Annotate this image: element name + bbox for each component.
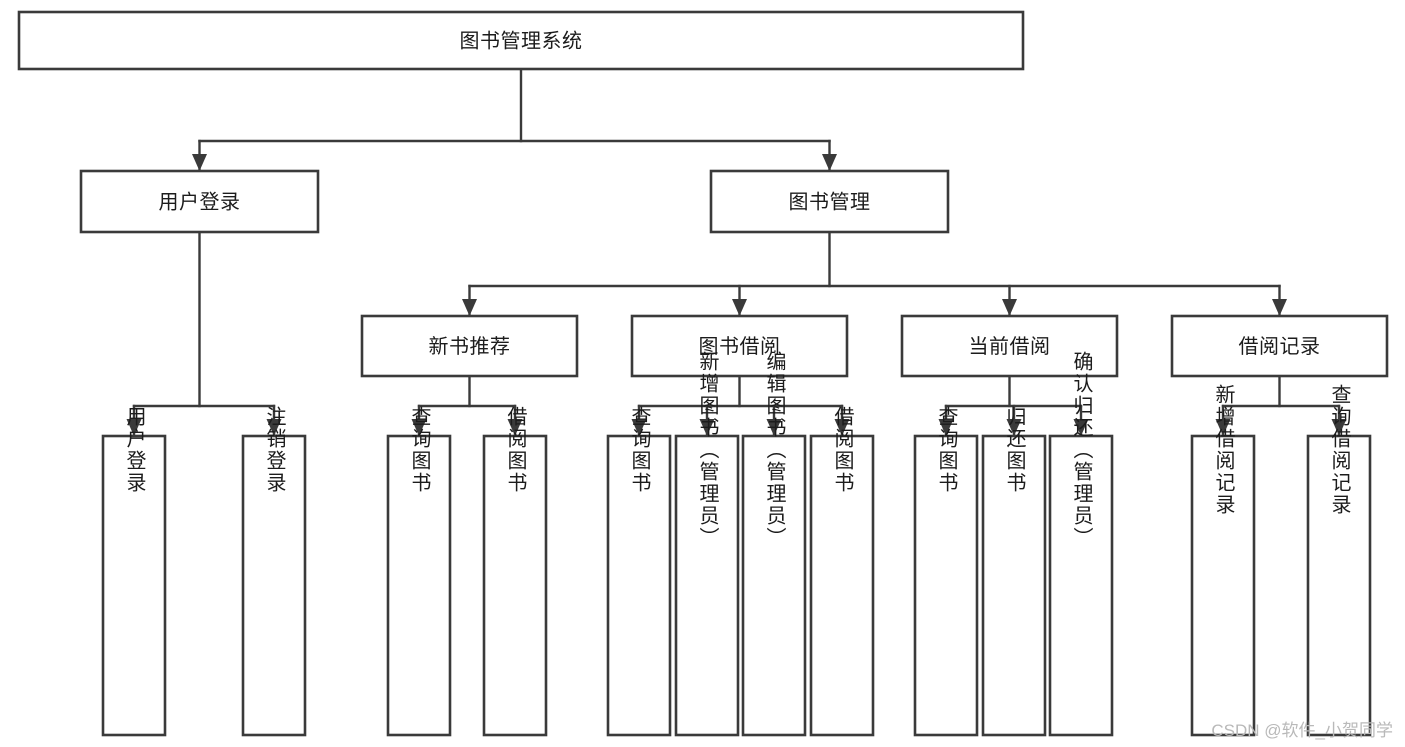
node-label: 查询图书: [628, 406, 651, 494]
node-label: 查询图书: [935, 406, 958, 494]
node-root[interactable]: 图书管理系统: [17, 10, 1025, 71]
node-label: 当前借阅: [969, 335, 1051, 358]
node-box: [1170, 314, 1389, 378]
node-box: [79, 169, 320, 234]
node-box: [709, 169, 950, 234]
node-borrow-record[interactable]: 借阅记录: [1170, 314, 1389, 378]
node-label: 图书管理系统: [460, 30, 583, 53]
node-book-manage[interactable]: 图书管理: [709, 169, 950, 234]
node-box: [630, 314, 849, 378]
node-label: 借阅图书: [504, 406, 527, 494]
node-leaf-user-login[interactable]: 用户登录: [101, 406, 167, 737]
node-current-borrow[interactable]: 当前借阅: [900, 314, 1119, 378]
node-box: [809, 434, 875, 737]
node-label: 查询借阅记录: [1328, 384, 1351, 516]
node-label: 新书推荐: [429, 335, 511, 358]
node-box: [981, 434, 1047, 737]
node-label: 借阅记录: [1239, 335, 1321, 358]
csdn-watermark: CSDN @软件_小贺同学: [1211, 721, 1393, 740]
node-box: [17, 10, 1025, 71]
node-user-login[interactable]: 用户登录: [79, 169, 320, 234]
node-label: 确认归还（管理员）: [1070, 351, 1093, 549]
node-leaf-query-book-3[interactable]: 查询图书: [913, 406, 979, 737]
node-new-book-rec[interactable]: 新书推荐: [360, 314, 579, 378]
node-box: [482, 434, 548, 737]
node-label: 新增图书（管理员）: [696, 351, 719, 549]
node-box: [1048, 434, 1114, 737]
node-leaf-confirm-return[interactable]: 确认归还（管理员）: [1048, 351, 1114, 737]
node-box: [386, 434, 452, 737]
node-label: 查询图书: [408, 406, 431, 494]
node-label: 用户登录: [123, 406, 146, 494]
node-leaf-edit-book[interactable]: 编辑图书（管理员）: [741, 351, 807, 737]
node-box: [606, 434, 672, 737]
nodes-layer: 图书管理系统用户登录图书管理新书推荐图书借阅当前借阅借阅记录用户登录注销登录查询…: [17, 10, 1389, 737]
node-leaf-borrow-book-2[interactable]: 借阅图书: [809, 406, 875, 737]
node-leaf-add-book[interactable]: 新增图书（管理员）: [674, 351, 740, 737]
node-label: 图书管理: [789, 191, 871, 214]
edges-layer: [126, 67, 1347, 438]
node-book-borrow[interactable]: 图书借阅: [630, 314, 849, 378]
node-leaf-query-book-2[interactable]: 查询图书: [606, 406, 672, 737]
node-label: 借阅图书: [831, 406, 854, 494]
node-label: 新增借阅记录: [1212, 384, 1235, 516]
node-label: 用户登录: [159, 191, 241, 214]
node-box: [913, 434, 979, 737]
node-leaf-borrow-book-1[interactable]: 借阅图书: [482, 406, 548, 737]
node-label: 图书借阅: [699, 335, 781, 358]
node-box: [1306, 434, 1372, 737]
node-box: [674, 434, 740, 737]
node-box: [741, 434, 807, 737]
node-leaf-query-record[interactable]: 查询借阅记录: [1306, 384, 1372, 737]
node-label: 注销登录: [263, 406, 286, 494]
node-label: 编辑图书（管理员）: [763, 351, 786, 549]
node-box: [241, 434, 307, 737]
node-label: 归还图书: [1003, 406, 1026, 494]
node-box: [1190, 434, 1256, 737]
node-leaf-return-book[interactable]: 归还图书: [981, 406, 1047, 737]
node-box: [900, 314, 1119, 378]
node-leaf-user-logout[interactable]: 注销登录: [241, 406, 307, 737]
node-box: [101, 434, 167, 737]
node-leaf-query-book-1[interactable]: 查询图书: [386, 406, 452, 737]
node-box: [360, 314, 579, 378]
node-leaf-add-record[interactable]: 新增借阅记录: [1190, 384, 1256, 737]
